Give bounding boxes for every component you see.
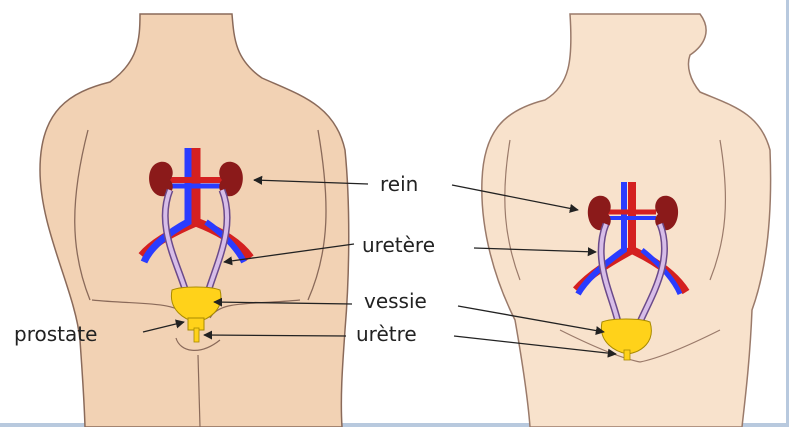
- male-urethra: [194, 328, 199, 342]
- label-rein: rein: [380, 172, 418, 196]
- female-urethra: [624, 350, 630, 360]
- label-vessie: vessie: [364, 289, 427, 313]
- label-uretere: uretère: [362, 233, 435, 257]
- label-prostate: prostate: [14, 322, 97, 346]
- label-uretre: urètre: [356, 322, 417, 346]
